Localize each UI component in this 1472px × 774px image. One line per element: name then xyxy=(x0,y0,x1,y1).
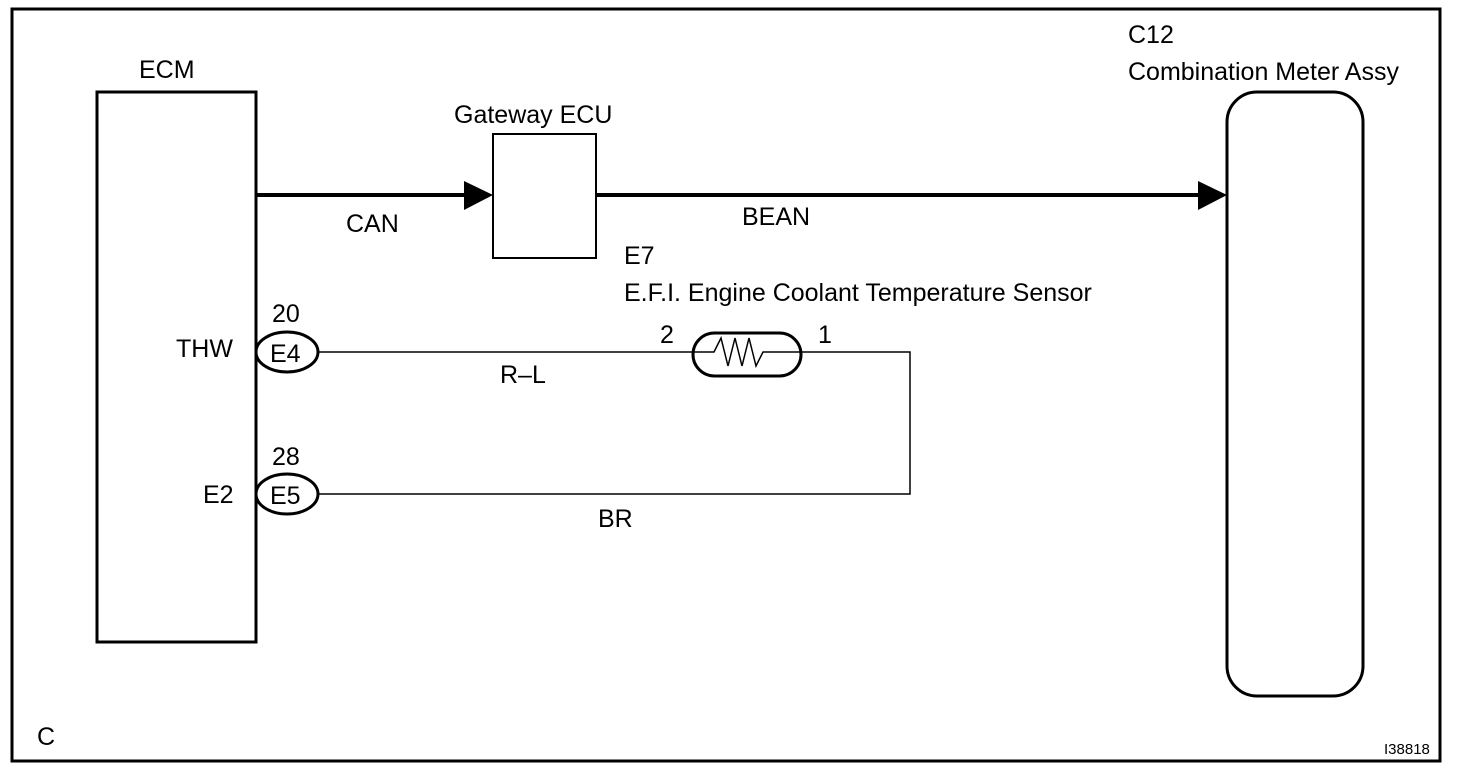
wire-r-l-label: R–L xyxy=(500,361,546,389)
can-arrowhead xyxy=(464,181,493,210)
sensor-pin-1: 1 xyxy=(818,321,832,349)
sensor-pin-2: 2 xyxy=(660,321,674,349)
sensor-label: E.F.I. Engine Coolant Temperature Sensor xyxy=(624,279,1092,307)
bean-bus-label: BEAN xyxy=(742,203,810,231)
e2-signal-label: E2 xyxy=(203,481,234,509)
gateway-box xyxy=(492,133,597,259)
bean-arrowhead xyxy=(1198,181,1227,210)
connector-e5-label: E5 xyxy=(270,482,301,510)
meter-label: Combination Meter Assy xyxy=(1128,58,1399,86)
e2-pin-number: 28 xyxy=(272,443,300,471)
sensor-body xyxy=(691,331,803,378)
resistor-icon xyxy=(693,335,801,369)
ecm-label: ECM xyxy=(139,56,195,84)
sensor-code: E7 xyxy=(624,242,655,270)
meter-code: C12 xyxy=(1128,21,1174,49)
gateway-label: Gateway ECU xyxy=(454,101,612,129)
connector-e4-label: E4 xyxy=(270,340,301,368)
wire-br-label: BR xyxy=(598,505,633,533)
figure-id: I38818 xyxy=(1384,741,1430,758)
meter-box xyxy=(1225,90,1365,698)
ecm-box xyxy=(95,90,258,644)
figure-code: C xyxy=(37,723,55,751)
thw-pin-number: 20 xyxy=(272,300,300,328)
diagram-frame xyxy=(10,7,1442,763)
thw-signal-label: THW xyxy=(176,335,233,363)
wire-br xyxy=(318,351,911,495)
can-bus-label: CAN xyxy=(346,210,399,238)
